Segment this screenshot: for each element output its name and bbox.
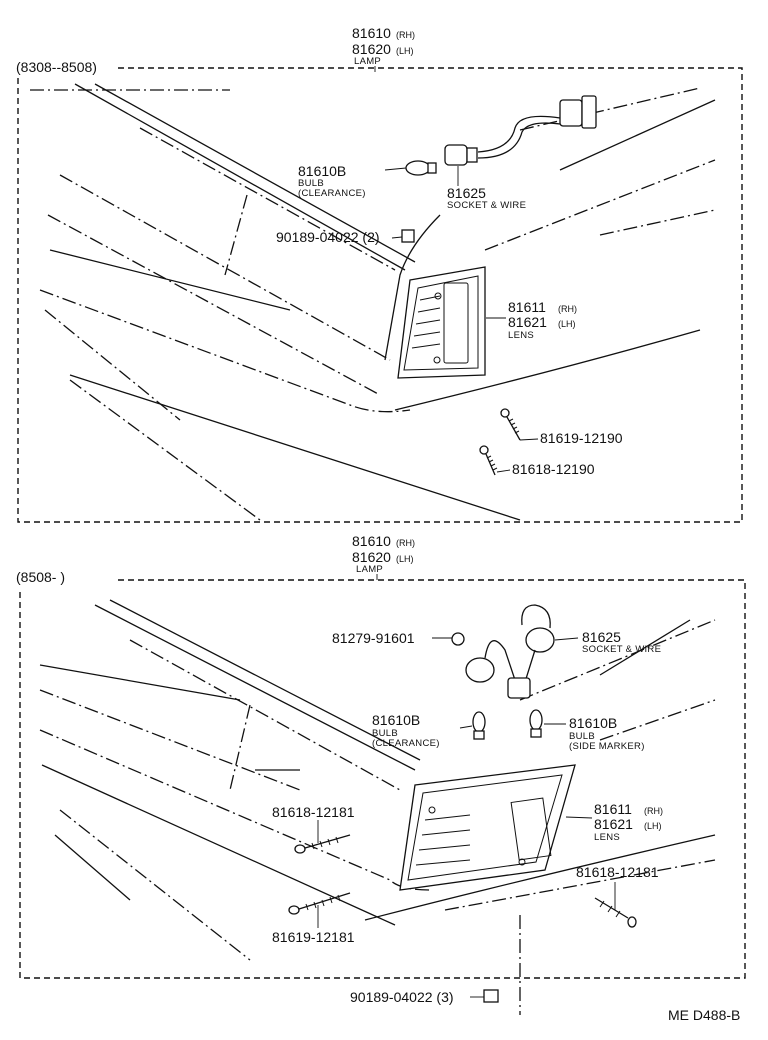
lens-part-lh-lower: 81621 (594, 816, 633, 832)
bulb-clearance-lower (459, 711, 486, 740)
date-range-lower: (8508- ) (16, 569, 65, 585)
lens-suffix-lh-upper: (LH) (558, 319, 576, 329)
lens-suffix-rh-lower: (RH) (644, 806, 663, 816)
date-range-upper: (8308--8508) (16, 59, 97, 75)
lamp-part-lh: 81620 (352, 41, 391, 57)
enclosure-lower (19, 579, 746, 979)
lamp-suffix-rh: (RH) (396, 30, 415, 40)
lamp-part-lh-lower: 81620 (352, 549, 391, 565)
bulb-clearance-line1: BULB (372, 728, 398, 739)
nut-label-upper: 90189-04022 (2) (276, 229, 380, 245)
bulb-marker-part: 81610B (569, 715, 617, 731)
socket-wire-upper (444, 95, 597, 166)
socket-part-lower: 81625 (582, 629, 621, 645)
screw-left-bottom-label: 81619-12181 (272, 929, 355, 945)
enclosure-upper (17, 67, 743, 523)
nut-icon-upper (401, 229, 415, 243)
lens-housing-lower (399, 764, 576, 891)
lens-caption-upper: LENS (508, 330, 534, 341)
assembly-label-upper: 81610 (RH) 81620 (LH) LAMP (352, 25, 415, 72)
bulb-marker-lower (529, 709, 566, 738)
socket-caption-lower: SOCKET & WIRE (582, 644, 661, 655)
lens-suffix-lh-lower: (LH) (644, 821, 662, 831)
lens-part-rh-lower: 81611 (594, 801, 632, 817)
bulb-marker-line2: (SIDE MARKER) (569, 741, 645, 752)
lens-suffix-rh-upper: (RH) (558, 304, 577, 314)
screw-right-lower (594, 882, 637, 928)
screw-left-bottom-lower (288, 892, 351, 928)
lens-part-lh-upper: 81621 (508, 314, 547, 330)
assembly-label-lower: 81610 (RH) 81620 (LH) LAMP (352, 533, 415, 580)
socket-caption-upper: SOCKET & WIRE (447, 200, 526, 211)
nut-label-lower: 90189-04022 (3) (350, 989, 454, 1005)
lamp-part-rh-lower: 81610 (352, 533, 391, 549)
lamp-suffix-lh: (LH) (396, 46, 414, 56)
bulb-clearance-part: 81610B (372, 712, 420, 728)
bulb-clearance-line2: (CLEARANCE) (372, 738, 440, 749)
bulb-line1-upper: BULB (298, 178, 324, 189)
screw-a-label-upper: 81619-12190 (540, 430, 623, 446)
grommet-label-lower: 81279-91601 (332, 630, 415, 646)
lamp-caption-lower: LAMP (356, 564, 383, 575)
bulb-marker-line1: BULB (569, 731, 595, 742)
screw-b-upper (479, 445, 498, 476)
bulb-part-upper: 81610B (298, 163, 346, 179)
socket-part-upper: 81625 (447, 185, 486, 201)
reference-code: ME D488-B (668, 1007, 740, 1023)
lamp-suffix-rh-lower: (RH) (396, 538, 415, 548)
lens-housing-upper (397, 266, 486, 379)
screw-left-top-label: 81618-12181 (272, 804, 355, 820)
bulb-line2-upper: (CLEARANCE) (298, 188, 366, 199)
body-lines-lower (39, 599, 716, 1015)
screw-a-upper (500, 408, 521, 441)
body-lines-upper (30, 83, 716, 521)
screw-left-top-lower (294, 820, 351, 854)
grommet-lower (432, 632, 465, 646)
screw-b-label-upper: 81618-12190 (512, 461, 595, 477)
lamp-suffix-lh-lower: (LH) (396, 554, 414, 564)
lens-part-rh-upper: 81611 (508, 299, 546, 315)
lamp-caption: LAMP (354, 56, 381, 67)
socket-wire-lower (465, 604, 579, 699)
section-upper: (8308--8508) 81610 (RH) 81620 (LH) LAMP (16, 25, 743, 523)
section-lower: (8508- ) 81610 (RH) 81620 (LH) LAMP (16, 533, 746, 1015)
lamp-part-rh: 81610 (352, 25, 391, 41)
lens-caption-lower: LENS (594, 832, 620, 843)
nut-lower (470, 989, 499, 1003)
bulb-upper (384, 160, 437, 176)
screw-right-label: 81618-12181 (576, 864, 659, 880)
